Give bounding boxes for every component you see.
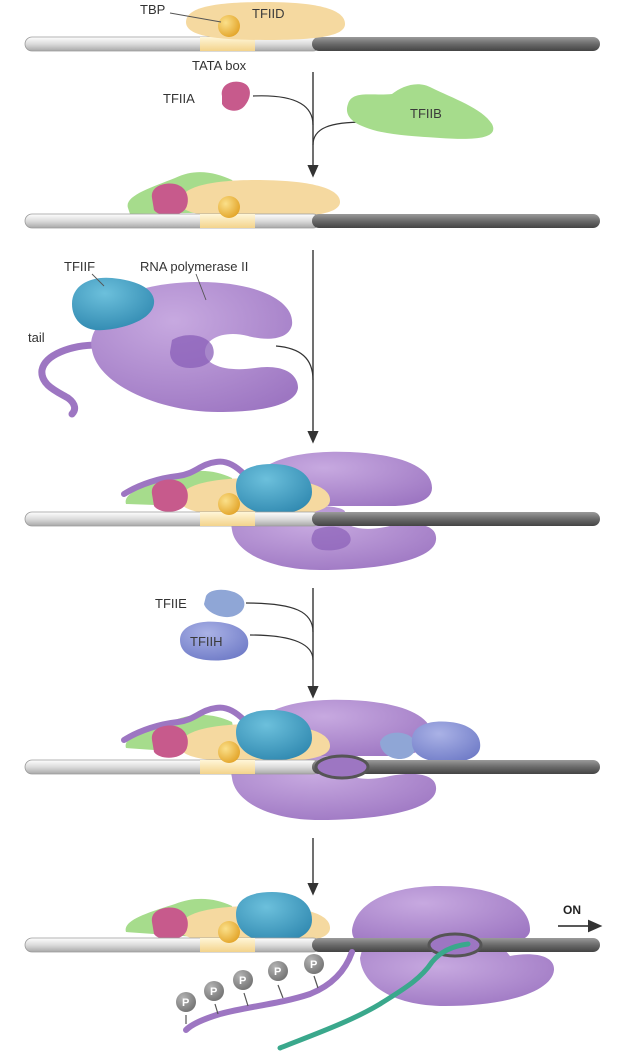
- phosphate-3: P: [233, 970, 253, 1007]
- tbp-leader-line: [169, 12, 222, 23]
- tfiia-bound: [151, 725, 188, 758]
- phosphate-label: P: [182, 997, 189, 1009]
- tfiid-label: TFIID: [252, 6, 285, 21]
- tbp-label: TBP: [140, 2, 165, 17]
- tfiif-shape: [72, 277, 155, 331]
- tfiif-bound: [236, 464, 312, 515]
- tfiia-shape: [221, 81, 250, 111]
- pol2-cleft: [311, 526, 351, 551]
- dna-strand: [24, 754, 600, 780]
- tfiia-bound: [151, 183, 188, 216]
- pol2-elongating-lower: [360, 950, 555, 1006]
- tfiih-label: TFIIH: [190, 634, 223, 649]
- tfiib-label: TFIIB: [410, 106, 442, 121]
- stage-2: [24, 172, 600, 229]
- tfiid-bound: [180, 180, 340, 218]
- phosphate-5: P: [304, 954, 324, 989]
- tfiie-shape: [204, 589, 245, 618]
- pol2-tail: [121, 704, 247, 743]
- step-arrow-2: TFIIF RNA polymerase II tail: [28, 250, 319, 444]
- tbp-shape: [218, 921, 240, 943]
- tbp-shape: [218, 493, 240, 515]
- phosphate-2: P: [204, 981, 224, 1015]
- phosphate-1: P: [176, 992, 196, 1024]
- phosphate-label: P: [210, 986, 217, 998]
- tbp-shape: [218, 196, 240, 218]
- tfiia-bound: [151, 907, 188, 940]
- tfiif-bound: [236, 892, 312, 943]
- rna-polymerase-label: RNA polymerase II: [140, 259, 248, 274]
- tata-box-region: [200, 37, 255, 51]
- pol2-tail: [38, 341, 102, 418]
- tfiia-label: TFIIA: [163, 91, 195, 106]
- tfiih-shape: [180, 621, 249, 661]
- tfiif-bound: [236, 710, 312, 761]
- pol2-cleft: [170, 335, 214, 368]
- pol2-tail: [121, 458, 247, 497]
- phosphate-groups: P P P P P: [176, 954, 324, 1024]
- tfiih-bound: [411, 721, 481, 763]
- open-dna-bubble: [314, 754, 370, 780]
- tail-label: tail: [28, 330, 45, 345]
- tfiif-label: TFIIF: [64, 259, 95, 274]
- phosphate-label: P: [310, 959, 317, 971]
- on-label: ON: [563, 903, 581, 917]
- tbp-shape: [218, 741, 240, 763]
- tfiia-bound: [151, 479, 188, 512]
- step-arrow-3: TFIIE TFIIH: [155, 588, 319, 699]
- stage-4: [24, 699, 600, 820]
- phosphate-label: P: [274, 966, 281, 978]
- step-arrow-1: TFIIA TFIIB: [163, 72, 494, 178]
- stage-5: P P P P P ON: [24, 886, 603, 1051]
- dna-strand: [24, 511, 600, 527]
- tfiib-shape: [346, 84, 494, 139]
- dna-strand: [24, 36, 600, 52]
- dna-strand: [24, 213, 600, 229]
- tfiie-bound: [380, 732, 416, 760]
- tbp-shape: [218, 15, 240, 37]
- tata-box-label: TATA box: [192, 58, 247, 73]
- ctd-tail: [183, 949, 355, 1033]
- rna-transcript: [277, 941, 471, 1051]
- stage-1: TFIID TBP TATA box: [24, 2, 600, 73]
- tfiie-label: TFIIE: [155, 596, 187, 611]
- stage-3: [24, 451, 600, 570]
- phosphate-label: P: [239, 975, 246, 987]
- pol2-elongating: [352, 886, 530, 944]
- phosphate-4: P: [268, 961, 288, 999]
